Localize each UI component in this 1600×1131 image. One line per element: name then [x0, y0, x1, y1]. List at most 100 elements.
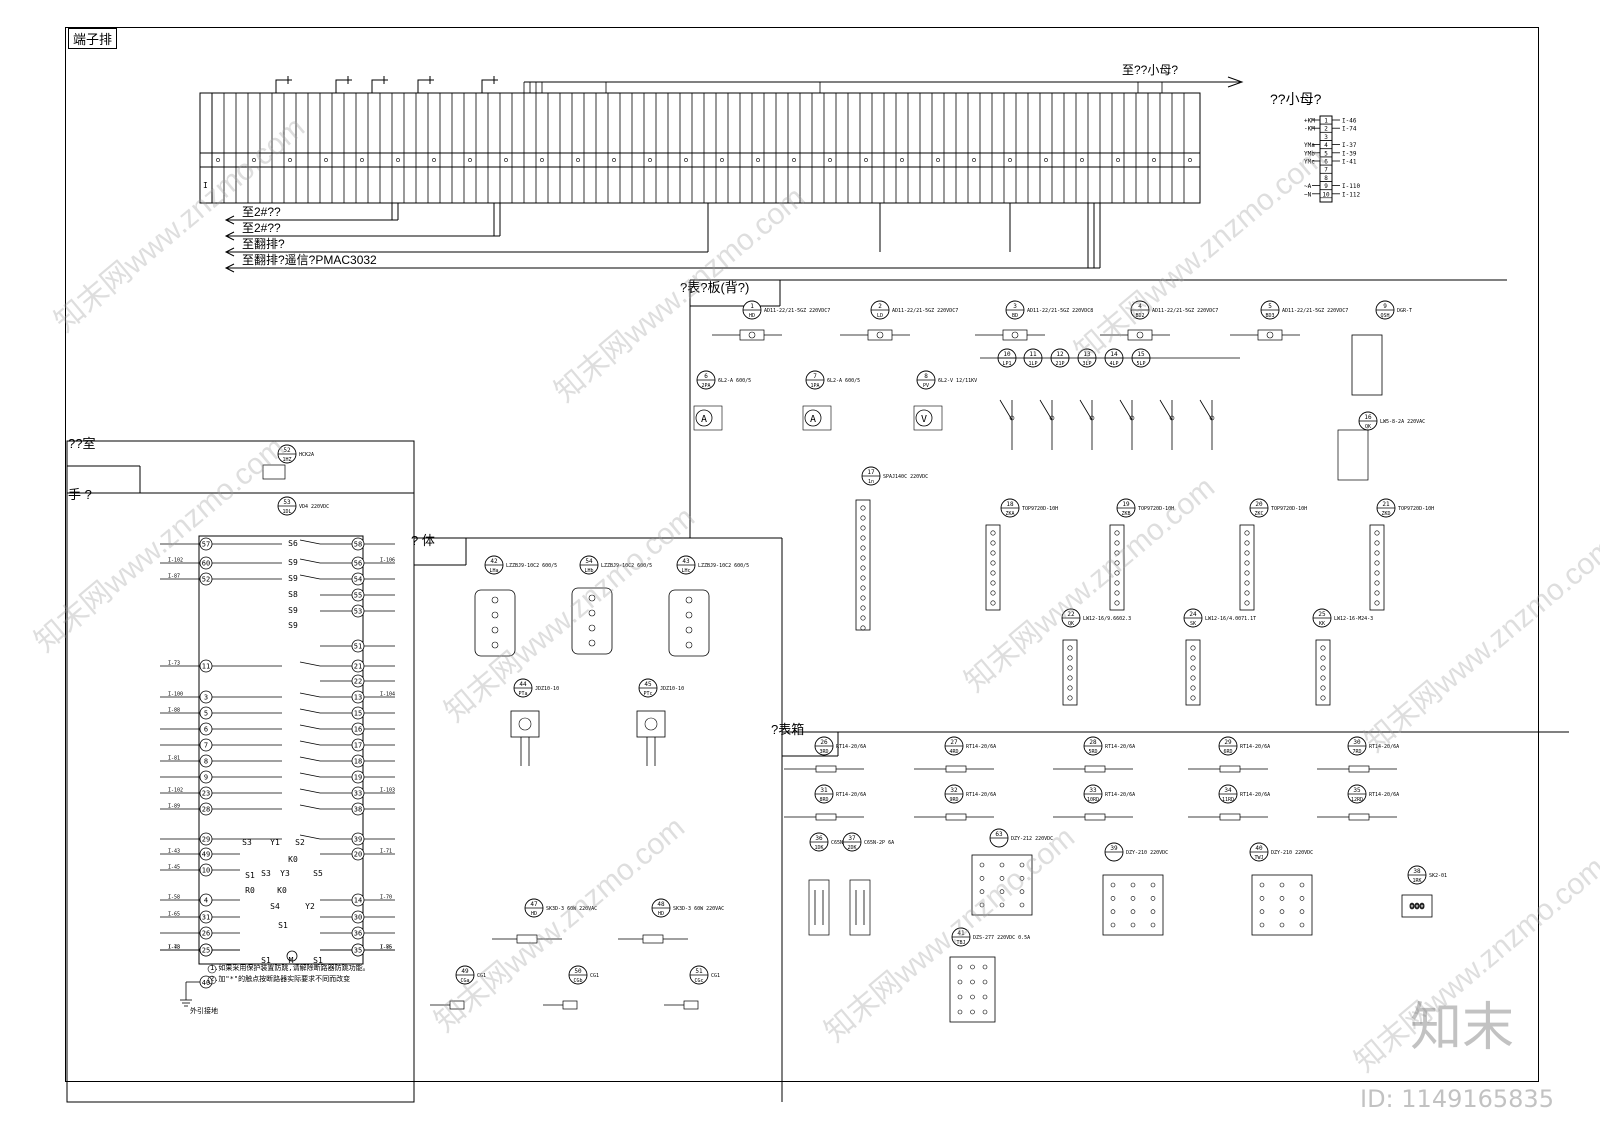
relay-pin — [999, 876, 1005, 881]
body-device-54-lhb-spec: LZZBJ9-10C2 600/5 — [601, 563, 652, 569]
panel-device-19-zkb-spec: TOP9720D-10H — [1138, 506, 1174, 512]
meterbox-device-39-spec: DZY-210 220VDC — [1126, 850, 1168, 856]
fuse-icon — [1348, 765, 1370, 773]
panel-device-3-bd-spec: AD11-22/21-5GZ 220VDC8 — [1027, 308, 1093, 314]
body-device-49-cga-code: CGa — [460, 978, 469, 984]
manual-note-2: 2.加"*"的触点按断路器实际要求不同而改变 — [210, 975, 351, 983]
panel-device-9-qsh-code: QSH — [1380, 313, 1389, 319]
meterbox-device-26-spec: RT14-20/6A — [836, 744, 866, 750]
section-title-manual: 手 ? — [68, 487, 92, 502]
switch-qk-strip-pin — [1067, 645, 1073, 651]
relay-pin — [1110, 896, 1116, 901]
relay-block-4 — [1401, 894, 1433, 918]
meterbox-device-29-spec: RT14-20/6A — [1240, 744, 1270, 750]
meterbox-device-37-code: 2DK — [847, 845, 856, 851]
terminal-node — [1188, 158, 1192, 162]
fuse-icon — [815, 765, 837, 773]
panel-device-7-1pa-spec: 6L2-A 600/5 — [827, 378, 860, 384]
sensor-icon — [562, 1000, 578, 1010]
body-device-42-lha-code: LHa — [489, 568, 498, 574]
terminal-node — [504, 158, 508, 162]
switch-sk-strip-pin — [1190, 695, 1196, 701]
relay-spaj-strip-pin — [860, 595, 866, 601]
relay-pin — [1279, 882, 1285, 888]
small-bus-row-9-num: 9 — [1324, 183, 1328, 190]
small-bus-row-4-num: 4 — [1324, 142, 1328, 149]
terminal-node — [1080, 158, 1084, 162]
switch-qk-strip-pin — [1067, 665, 1073, 671]
meterbox-device-28-number: 28 — [1089, 739, 1097, 746]
relay-zka-strip — [985, 524, 1001, 611]
manual-pin-left-label: 9 — [204, 774, 208, 782]
panel-device-17-1n-code: 1n — [868, 479, 874, 485]
panel-device-8-pv-spec: 6L2-V 12/11KV — [938, 378, 977, 384]
panel-device-22-qk-code: QK — [1068, 621, 1074, 627]
manual-contact-s9: S9 — [288, 574, 298, 583]
panel-device-24-sk-spec: LW12-16/4.0071.1T — [1205, 616, 1256, 622]
manual-pin-left-label: 25 — [202, 947, 210, 955]
panel-device-18-zka-code: ZKA — [1005, 511, 1014, 517]
meterbox-device-26-number: 26 — [820, 739, 828, 746]
manual-pin-left-label: 5 — [204, 710, 208, 718]
small-bus-row-5-left: YMb — [1304, 150, 1315, 157]
relay-zkb-strip-pin — [1114, 560, 1120, 566]
manual-contact-s6: S6 — [288, 539, 298, 548]
manual-wire-left: I-88 — [168, 708, 180, 714]
terminal-node — [360, 158, 364, 162]
small-bus-row-1-num: 1 — [1324, 118, 1328, 125]
meter-icon — [804, 409, 822, 427]
control-room-device-1hz-code: 1HZ — [282, 457, 291, 463]
terminal-node — [792, 158, 796, 162]
meterbox-device-28-spec: RT14-20/6A — [1105, 744, 1135, 750]
relay-pin — [982, 979, 988, 985]
manual-contact-s2: S2 — [295, 838, 305, 847]
manual-pin-right-label: 36 — [354, 930, 362, 938]
panel-device-6-2pa-spec: 6L2-A 600/5 — [718, 378, 751, 384]
left-arrow-label-1: 至2#?? — [242, 205, 281, 219]
terminal-node — [864, 158, 868, 162]
meterbox-device-38-code: 1RK — [1412, 878, 1421, 884]
section-title-control-room: ??室 — [68, 436, 96, 451]
relay-zkd-strip-pin — [1374, 560, 1380, 566]
manual-pin-left-label: 28 — [202, 806, 210, 814]
meterbox-device-33-number: 33 — [1089, 787, 1097, 794]
watermark-id: ID: 1149165835 — [1360, 1085, 1554, 1113]
pressure-plate-icon — [1129, 415, 1135, 421]
switch-kk-strip-pin — [1320, 665, 1326, 671]
pressure-plate-icon — [1169, 415, 1175, 421]
relay-pin — [1150, 882, 1156, 888]
relay-zkd-strip-pin — [1374, 590, 1380, 596]
relay-pin — [1019, 902, 1025, 908]
meterbox-device-32-spec: RT14-20/6A — [966, 792, 996, 798]
panel-device-12-21p-code: 21P — [1055, 361, 1064, 367]
body-device-43-lhc-code: LHc — [681, 568, 690, 574]
relay-spaj-strip-pin — [860, 575, 866, 581]
terminal-node — [468, 158, 472, 162]
meterbox-device-34-code: 11RD — [1222, 797, 1234, 803]
panel-device-22-qk-spec: LW12-16/9.6602.3 — [1083, 616, 1131, 622]
small-bus-row-5-num: 5 — [1324, 150, 1328, 157]
panel-device-14-4lp-code: 4LP — [1109, 361, 1118, 367]
panel-device-4-bd2-number: 4 — [1138, 303, 1142, 310]
body-device-44-pta-number: 44 — [519, 681, 527, 688]
heater-icon — [516, 934, 538, 944]
panel-device-1-hd-code: HD — [749, 313, 755, 319]
body-device-51-cgc-code: CGc — [694, 978, 703, 984]
ct-body — [474, 589, 516, 657]
control-room-device-1hz-number: 52 — [283, 447, 291, 454]
relay-pin — [982, 1009, 988, 1015]
wire — [299, 692, 321, 698]
relay-zkc-strip-pin — [1244, 600, 1250, 606]
relay-zka-strip-pin — [990, 560, 996, 566]
relay-zkd-strip-pin — [1374, 600, 1380, 606]
manual-wire-left: I-43 — [168, 849, 180, 855]
relay-spaj-strip-pin — [860, 545, 866, 551]
panel-device-1-hd-number: 1 — [750, 303, 754, 310]
watermark-brand: 知末 — [1410, 998, 1515, 1058]
relay-zka-strip-pin — [990, 590, 996, 596]
small-bus-row-10-left: ~N — [1304, 191, 1312, 198]
relay-pin — [970, 1009, 975, 1015]
motor-icon — [286, 950, 298, 962]
meterbox-device-33-spec: RT14-20/6A — [1105, 792, 1135, 798]
switch-qk-strip-pin — [1067, 655, 1073, 661]
